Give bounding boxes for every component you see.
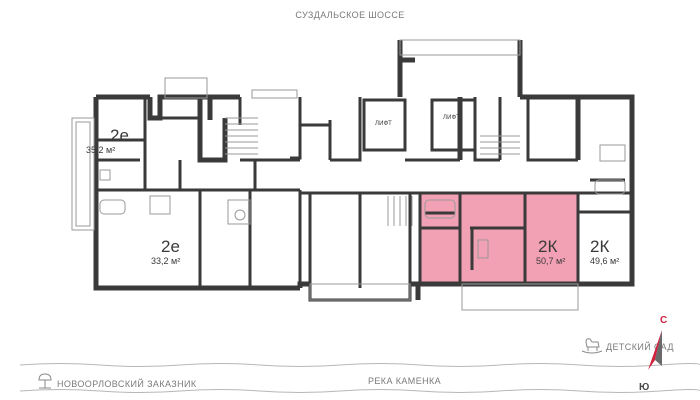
apartment-area: 35,2 м²: [86, 145, 116, 155]
lift-label-1: ЛИФТ: [375, 121, 392, 127]
apartment-area: 50,7 м²: [536, 256, 566, 266]
river-label: РЕКА КАМЕНКА: [368, 376, 442, 386]
compass-north: С: [660, 315, 668, 326]
apartment-area: 33,2 м²: [151, 256, 181, 266]
reserve-label: НОВООРЛОВСКИЙ ЗАКАЗНИК: [57, 379, 197, 389]
rocking-horse-icon: [581, 338, 603, 354]
apartment-2[interactable]: 2е 33,2 м²: [151, 237, 180, 266]
compass-south: Ю: [639, 382, 650, 393]
apartment-4[interactable]: 2К 49,6 м²: [590, 237, 619, 266]
apartment-type: 2К: [538, 237, 558, 256]
tree-icon: [38, 373, 52, 389]
street-label-top: СУЗДАЛЬСКОЕ ШОССЕ: [295, 10, 405, 20]
apartment-area: 49,6 м²: [590, 256, 620, 266]
apartment-type: 2е: [110, 126, 129, 145]
apartment-type: 2е: [161, 237, 180, 256]
compass-icon: [648, 330, 662, 370]
kindergarten-label: ДЕТСКИЙ САД: [606, 342, 674, 352]
apartment-3-highlighted[interactable]: 2К 50,7 м²: [536, 237, 566, 266]
lift-label-2: ЛИФТ: [443, 115, 460, 121]
apartment-1[interactable]: 2е 35,2 м²: [86, 126, 129, 155]
apartment-type: 2К: [590, 237, 610, 256]
highlighted-apartment-area: [420, 193, 578, 284]
